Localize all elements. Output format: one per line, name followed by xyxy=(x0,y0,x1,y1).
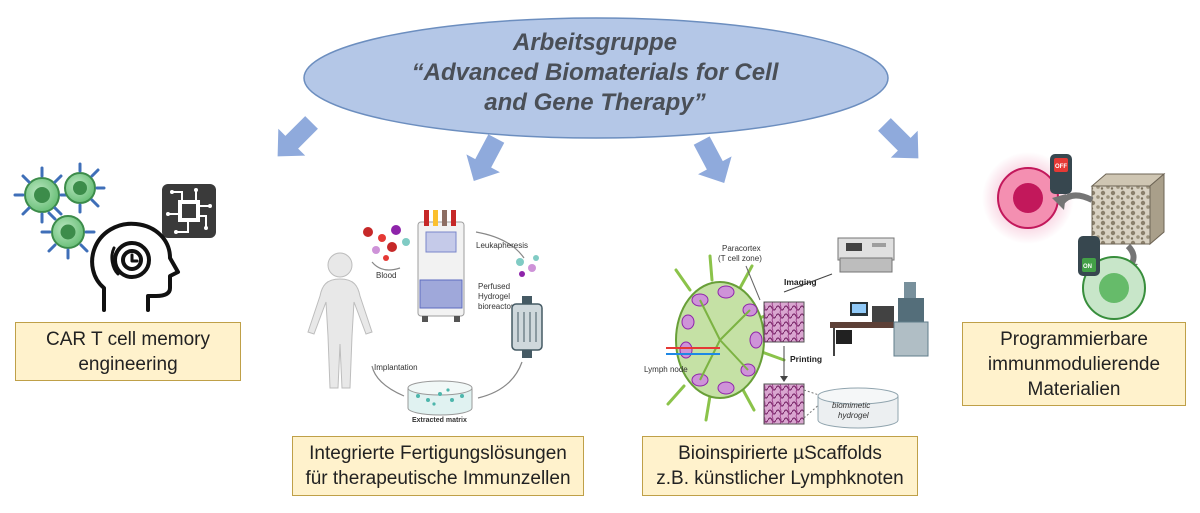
flow-arrow-leukapheresis xyxy=(475,231,525,259)
printing-arrow-head xyxy=(780,376,788,382)
human-silhouette-icon xyxy=(307,252,373,389)
leukapheresis-machine-icon xyxy=(417,210,465,322)
label-printing: Printing xyxy=(790,354,822,364)
tissue-image-top xyxy=(763,301,805,343)
label-imaging: Imaging xyxy=(784,277,817,287)
box-materials-line-3: Materialien xyxy=(1027,378,1121,400)
box-scaffolds: Bioinspirierte µScaffolds z.B. künstlich… xyxy=(642,436,918,496)
microscope-icon xyxy=(837,237,895,273)
blood-cells-icon xyxy=(363,225,410,261)
title-line-1: Arbeitsgruppe xyxy=(512,29,677,56)
box-manufacturing-line-1: Integrierte Fertigungslösungen xyxy=(309,443,567,464)
flow-arrow-return xyxy=(477,361,523,399)
arrow-to-manufacturing xyxy=(466,134,505,181)
release-arrow-top xyxy=(1059,192,1094,205)
box-car-t-line-1: CAR T cell memory xyxy=(46,328,210,350)
extracted-matrix-icon xyxy=(407,380,473,416)
car-t-cell-icon xyxy=(13,162,106,260)
switch-off-label: OFF xyxy=(1055,164,1067,170)
isolated-cells-icon xyxy=(516,255,539,277)
zoom-line xyxy=(803,389,823,397)
chip-icon xyxy=(162,184,216,238)
box-materials: Programmierbare immunmodulierende Materi… xyxy=(962,322,1186,406)
bioprinter-icon xyxy=(830,282,929,357)
flow-arrow-implantation xyxy=(371,365,405,397)
imaging-arrow xyxy=(783,273,833,293)
arrow-to-car-t xyxy=(277,116,318,157)
box-manufacturing-line-2: für therapeutische Immunzellen xyxy=(305,468,571,489)
label-bioreactor-3: bioreactor xyxy=(478,302,514,311)
label-extracted-matrix: Extracted matrix xyxy=(412,417,467,424)
label-paracortex-1: Paracortex xyxy=(722,244,761,253)
release-arrow-top-head xyxy=(1052,194,1066,210)
hydrogel-disc-icon xyxy=(817,387,899,429)
label-implantation: Implantation xyxy=(374,363,418,372)
box-car-t-line-2: engineering xyxy=(78,353,178,375)
box-materials-line-1: Programmierbare xyxy=(1000,328,1148,350)
switch-on-icon xyxy=(1078,236,1100,276)
box-scaffolds-line-1: Bioinspirierte µScaffolds xyxy=(678,443,882,464)
label-leukapheresis: Leukapheresis xyxy=(476,241,528,250)
activated-cell-icon xyxy=(997,167,1059,229)
title-line-2: “Advanced Biomaterials for Cell xyxy=(411,59,779,86)
t-cell-icon xyxy=(13,166,71,224)
group-title: Arbeitsgruppe “Advanced Biomaterials for… xyxy=(305,28,885,118)
switch-on-label: ON xyxy=(1083,264,1092,270)
arrow-to-materials xyxy=(878,118,919,159)
box-scaffolds-line-2: z.B. künstlicher Lymphknoten xyxy=(656,468,904,489)
switch-off-icon xyxy=(1050,154,1072,194)
box-manufacturing: Integrierte Fertigungslösungen für thera… xyxy=(292,436,584,496)
box-materials-line-2: immunmodulierende xyxy=(987,353,1161,375)
porous-material-cube-icon xyxy=(1090,172,1166,246)
label-blood: Blood xyxy=(376,271,396,280)
arrow-to-scaffolds xyxy=(693,136,732,183)
t-cell-icon xyxy=(64,162,106,214)
memory-head-icon xyxy=(90,221,180,312)
label-bioreactor-1: Perfused xyxy=(478,282,510,291)
label-hydrogel-1: biomimetic xyxy=(832,401,870,410)
label-paracortex-2: (T cell zone) xyxy=(718,254,762,263)
title-line-3: and Gene Therapy” xyxy=(484,89,706,116)
bioreactor-icon xyxy=(511,296,543,358)
label-bioreactor-2: Hydrogel xyxy=(478,292,510,301)
label-lymph-node: Lymph node xyxy=(644,365,688,374)
paracortex-pointer xyxy=(745,265,761,301)
t-cell-icon xyxy=(40,211,96,260)
tissue-image-bottom xyxy=(763,383,805,425)
flow-arrow-blood xyxy=(371,261,401,271)
group-ellipse xyxy=(303,17,889,139)
label-hydrogel-2: hydrogel xyxy=(838,411,869,420)
box-car-t: CAR T cell memory engineering xyxy=(15,322,241,381)
